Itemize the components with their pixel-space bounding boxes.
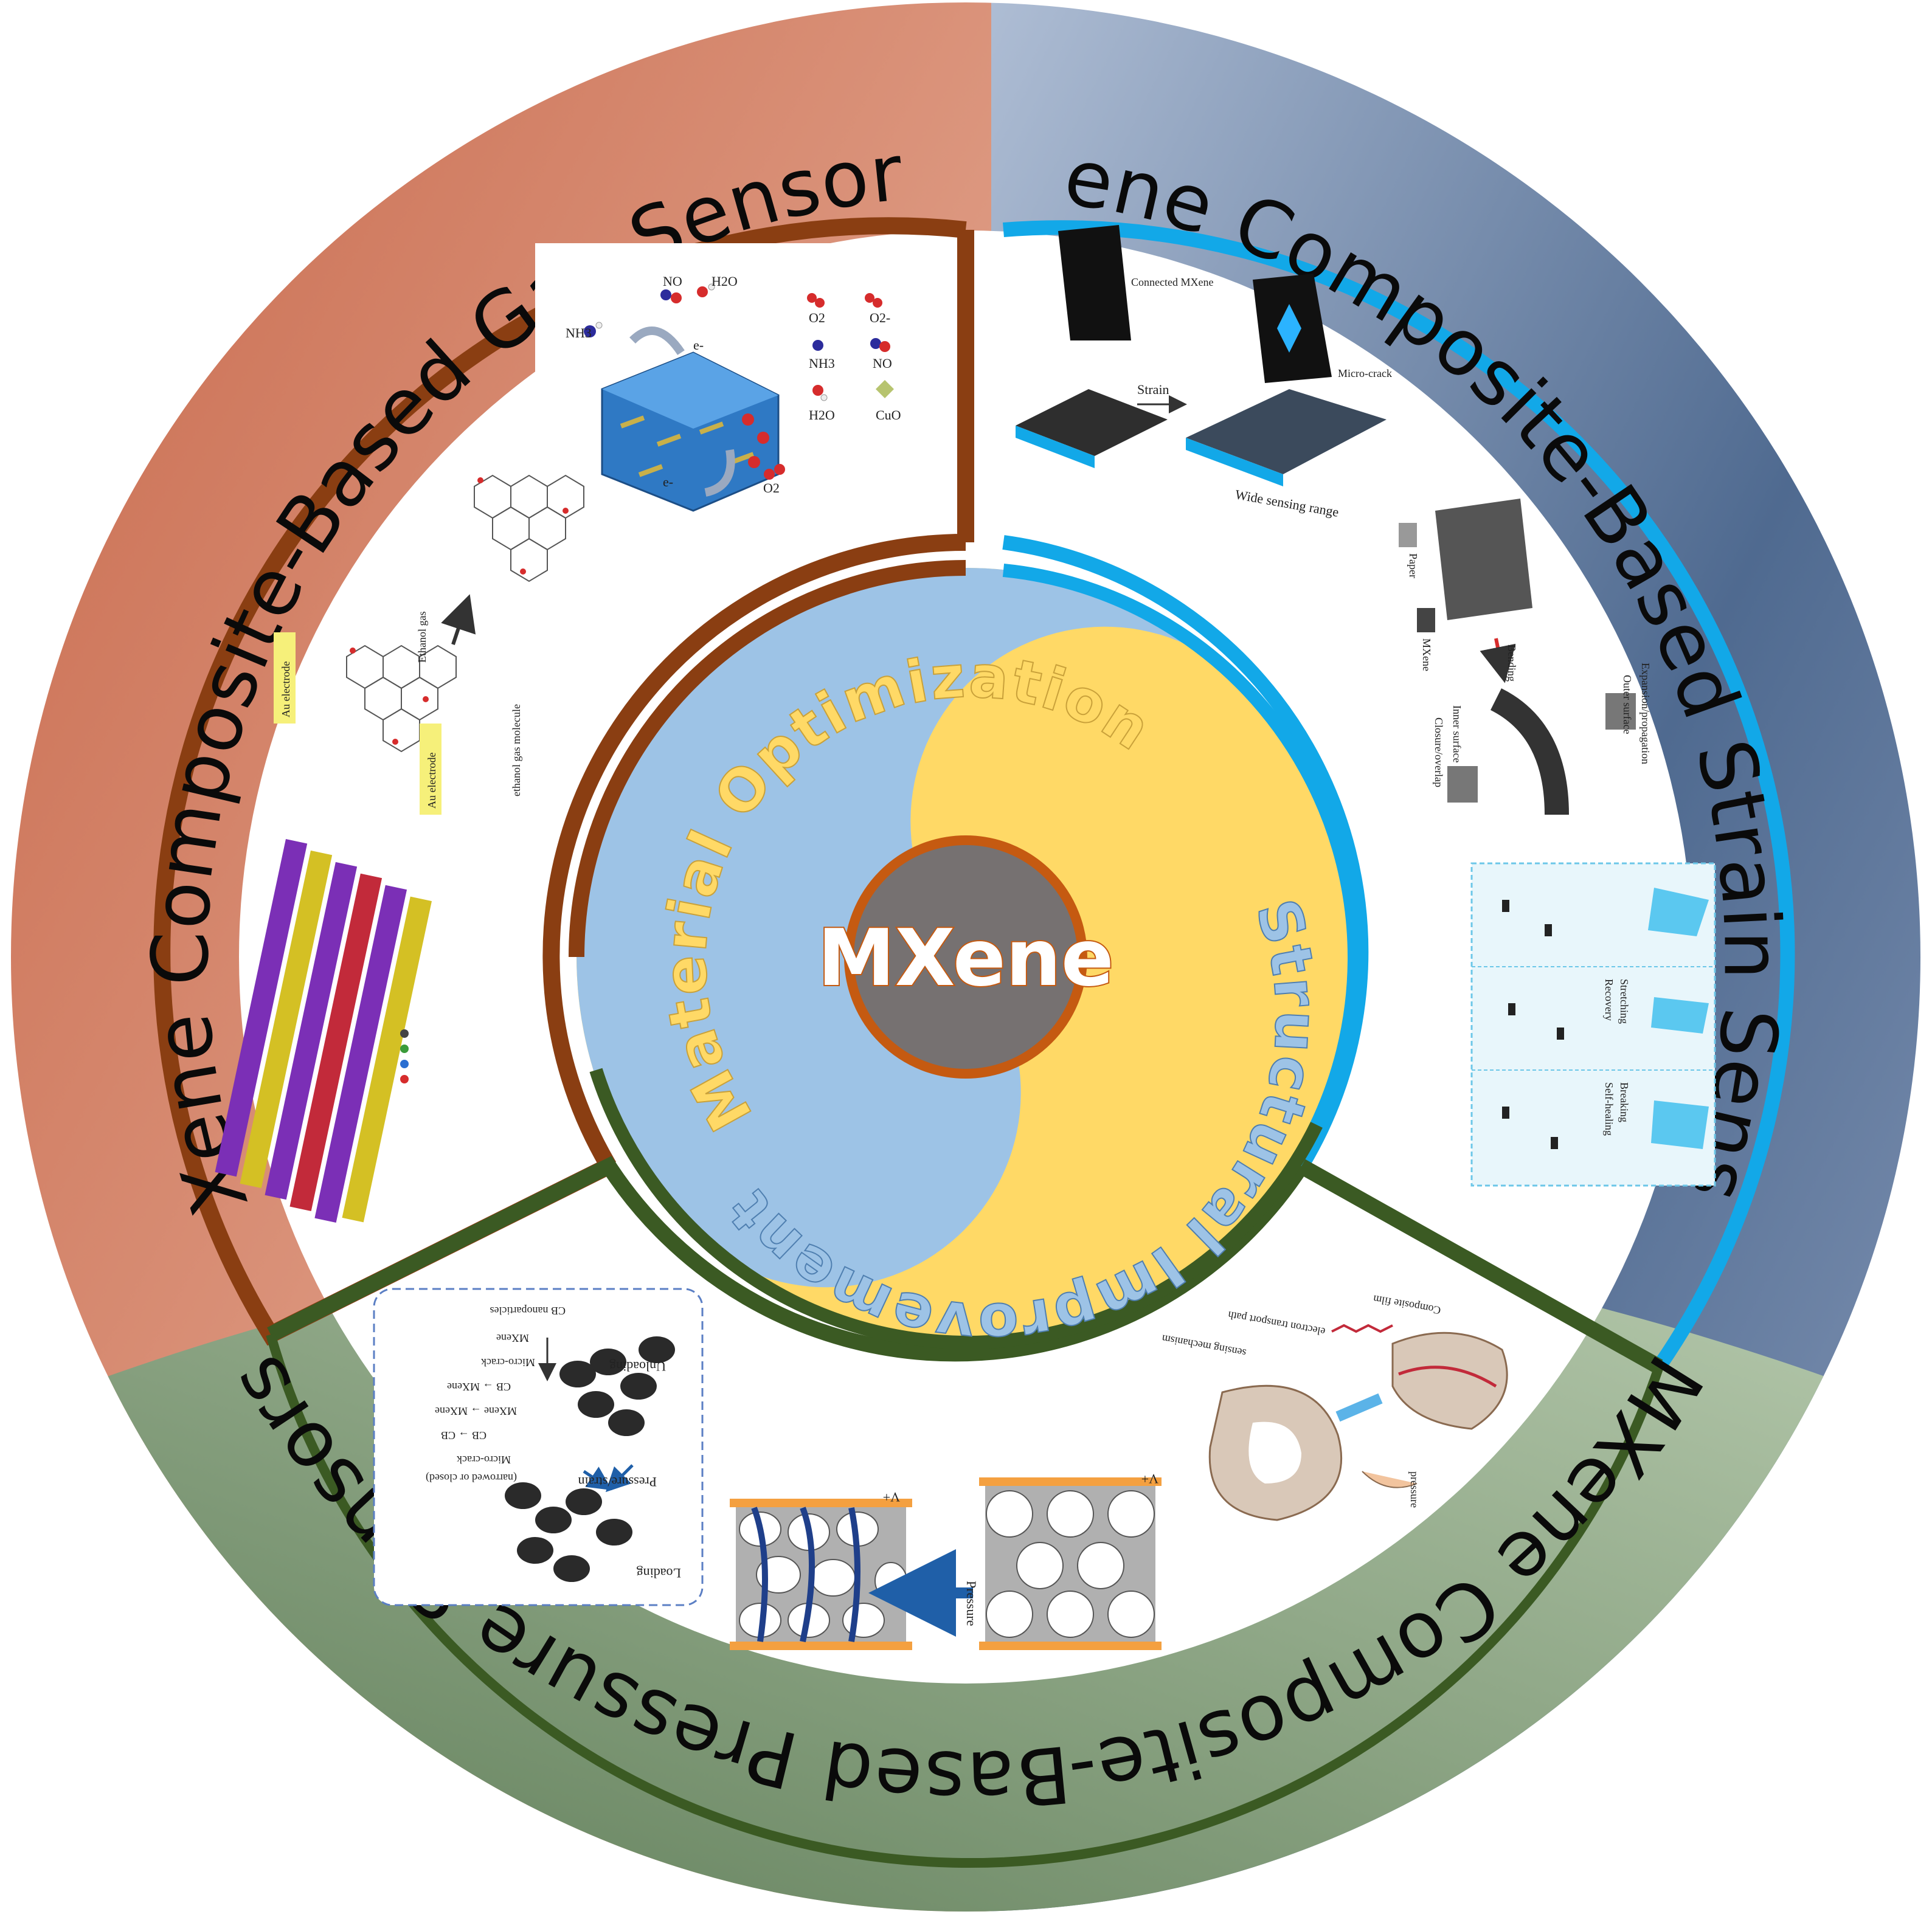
cb-nano-label: CB nanoparticles — [490, 1305, 566, 1317]
gas-figure-nh3-sensing: NO H2O NH3 O2 O2- NO NH3 H2O CuO O2 e- e… — [535, 243, 937, 512]
gas-figure-layered-crystal — [215, 839, 432, 1223]
pressure-strain-label: Pressure/strain — [578, 1474, 657, 1490]
legend-mxene-mxene: MXene → MXene — [435, 1405, 517, 1417]
closure-label: Closure/overlap — [1433, 717, 1445, 787]
recovery-label: Recovery — [1603, 979, 1615, 1021]
inner-ring-pressure — [589, 1068, 1323, 1349]
label-cuo: CuO — [876, 407, 901, 423]
loading-label: Loading — [637, 1566, 681, 1581]
v-plus-right: V+ — [1141, 1471, 1158, 1487]
pressure-label: Pressure — [964, 1581, 979, 1626]
ethanol-arrow — [441, 594, 476, 645]
label-nh3-2: NH3 — [809, 356, 835, 371]
sensing-arrow — [1335, 1393, 1383, 1422]
inner-ring-gas — [569, 560, 966, 958]
strain-film-left — [1016, 389, 1168, 456]
paper-label: Paper — [1407, 553, 1419, 578]
au-electrode-label: Au electrode — [280, 661, 292, 717]
label-electron: e- — [693, 337, 704, 353]
composite-sheet — [1391, 1332, 1508, 1430]
label-o2: O2 — [809, 310, 825, 325]
v-plus-left: V+ — [883, 1490, 900, 1505]
pressure-word-label: pressure — [1408, 1471, 1421, 1508]
bending-film — [1435, 499, 1532, 620]
connected-mxene-img — [1058, 225, 1131, 340]
self-healing-label: Self-healing — [1603, 1082, 1615, 1136]
bending-label: Bending — [1506, 644, 1518, 682]
flow-arrow — [629, 326, 685, 355]
connected-mxene-label: Connected MXene — [1131, 276, 1213, 288]
bent-film — [1490, 688, 1569, 815]
au-electrode-bottom — [420, 724, 441, 815]
micro-crack-label-2: Micro-crack — [457, 1454, 511, 1466]
label-h2o-2: H2O — [809, 407, 835, 423]
narrowed-label: (narrowed or closed) — [426, 1471, 517, 1484]
micro-crack-label: Micro-crack — [1338, 367, 1392, 379]
label-o2-2: O2 — [763, 480, 780, 496]
au-electrode-label-2: Au electrode — [426, 753, 438, 809]
label-no: NO — [663, 274, 682, 289]
flow-arrow-2 — [704, 449, 735, 497]
ethanol-molecule-label: ethanol gas molecule — [510, 704, 522, 796]
top-electrode-left — [730, 1499, 912, 1507]
strain-film-right — [1186, 389, 1387, 474]
unloading-label: Unloading — [609, 1359, 666, 1374]
strain-figure-self-healing: Stretching Recovery Breaking Self-healin… — [1470, 862, 1716, 1187]
label-no-2: NO — [873, 356, 892, 371]
inner-ring-strain — [1002, 564, 1362, 1134]
mxene-label: MXene — [1421, 638, 1433, 671]
graphene-lattice — [346, 474, 584, 753]
molecule-icons — [584, 283, 894, 480]
label-o2-minus: O2- — [870, 310, 890, 325]
pressure-figure-cb-mxene: Unloading Loading Pressure/strain CB nan… — [373, 1288, 704, 1606]
au-electrode-top — [274, 632, 296, 724]
mxene-label-pressure: MXene — [496, 1332, 529, 1344]
ethanol-gas-label: Ethanol gas — [416, 612, 428, 663]
label-h2o: H2O — [712, 274, 738, 289]
expansion-label: Expansion/propagation — [1639, 663, 1652, 764]
gas-figure-ethanol: Au electrode Au electrode Ethanol gas et… — [274, 474, 584, 815]
mxene-block-top — [602, 353, 778, 429]
strain-label: Strain — [1137, 382, 1169, 397]
breaking-label: Breaking — [1618, 1082, 1630, 1122]
bottom-electrode-right — [979, 1642, 1162, 1650]
center-circle — [844, 835, 1087, 1079]
strain-figure-bending: Paper MXene Bending Expansion/propagatio… — [1399, 499, 1652, 815]
legend-cb-cb: CB → CB — [441, 1429, 486, 1442]
legend-cb-mxene: CB → MXene — [447, 1381, 511, 1393]
cb-particle-cluster — [505, 1336, 675, 1582]
label-electron-2: e- — [663, 474, 673, 489]
pressure-figure-foam: Pressure V+ V+ — [730, 1471, 1162, 1650]
top-electrode-right — [979, 1477, 1162, 1486]
stretching-label: Stretching — [1618, 979, 1630, 1024]
outer-surface-label: Outer surface — [1621, 675, 1633, 734]
bottom-electrode-left — [730, 1642, 912, 1650]
inner-surface-label: Inner surface — [1451, 705, 1463, 762]
center-label: MXene — [817, 913, 1113, 1004]
label-nh3: NH3 — [566, 325, 592, 340]
micro-crack-label-pressure: Micro-crack — [481, 1356, 535, 1369]
